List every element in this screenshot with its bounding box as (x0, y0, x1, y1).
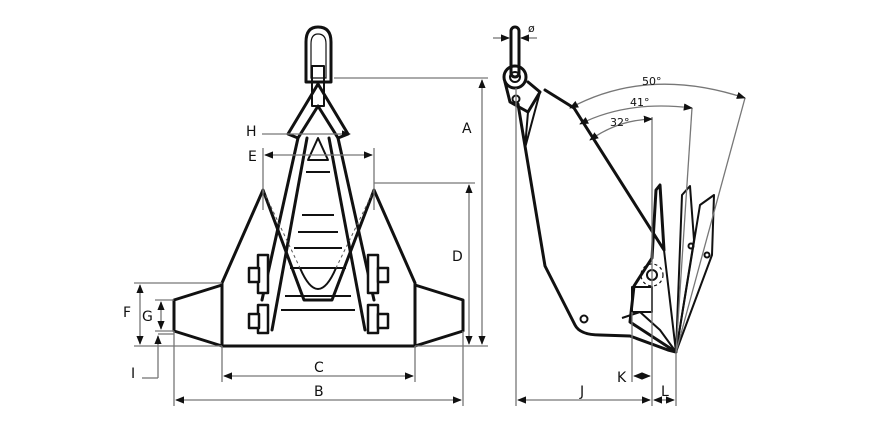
dim-label-c: C (314, 360, 324, 376)
angle-label-32: 32° (610, 116, 630, 129)
shackle (304, 25, 333, 84)
dim-label-e: E (248, 149, 257, 165)
anchor-body (220, 188, 417, 348)
dim-label-k: K (617, 370, 627, 386)
dim-label-j: J (579, 384, 584, 400)
dim-label-diameter: ø (528, 22, 535, 35)
shank (286, 82, 350, 140)
angle-label-41: 41° (630, 96, 650, 109)
side-shackle (509, 25, 521, 79)
side-dimensions: ø 50° 41° 32° J K L (493, 22, 746, 406)
right-wing (413, 283, 465, 348)
front-view (172, 25, 465, 348)
left-wing (172, 283, 224, 348)
dim-label-a: A (462, 121, 472, 137)
dim-label-i: I (131, 366, 135, 382)
dim-label-d: D (452, 249, 463, 265)
front-dimensions: A D H E F G I C B (123, 77, 488, 406)
side-body (516, 88, 678, 354)
dim-label-g: G (142, 309, 153, 325)
dim-label-h: H (246, 124, 257, 140)
fluke-50 (675, 194, 715, 353)
dim-label-b: B (314, 384, 324, 400)
dim-label-l: L (661, 384, 669, 400)
angle-label-50: 50° (642, 75, 662, 88)
dim-label-f: F (123, 305, 131, 321)
side-view (502, 25, 715, 354)
